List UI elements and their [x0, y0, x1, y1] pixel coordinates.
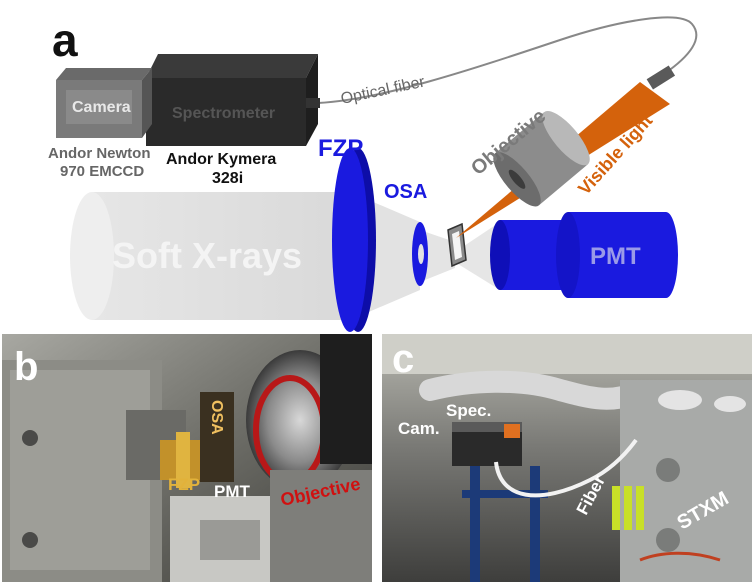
fiber-collimator: [646, 65, 676, 90]
pmt-label: PMT: [590, 243, 641, 270]
pmt-large-back: [654, 212, 678, 298]
xray-cone-after-osa: [420, 230, 455, 282]
panel-b-screw-1: [22, 430, 38, 446]
panel-b-letter: b: [14, 345, 38, 389]
pmt-large-body: [568, 212, 666, 298]
panel-c-cam-label: Cam.: [398, 419, 440, 438]
objective: Objective: [467, 105, 590, 207]
panel-c-stxm-port-2: [714, 396, 746, 412]
panel-c-ceiling: [382, 334, 752, 374]
osa: OSA: [384, 181, 428, 286]
panel-c-stxm-flange-2: [656, 528, 680, 552]
panel-c-stand-shelf: [462, 490, 548, 498]
pmt-small-face: [490, 220, 510, 290]
panel-b-photo: b OSA FZP PMT Objective: [2, 334, 372, 582]
spectrometer-caption-line2: 328i: [212, 170, 243, 187]
objective-top-face: [542, 110, 590, 166]
panel-c-fiber-cable: [494, 438, 638, 498]
fzp-label: FZP: [318, 135, 363, 162]
panel-c-stand-right: [530, 466, 540, 582]
spectrometer-front: [146, 78, 306, 146]
panel-c-stxm-chamber: [620, 380, 752, 582]
panel-b-fzp-label: FZP: [168, 475, 200, 494]
osa-label: OSA: [384, 181, 427, 203]
fzp: FZP: [318, 135, 376, 332]
panel-c-photo: c Cam. Spec. Fiber STXM: [382, 334, 752, 582]
xray-diverging-cone: [458, 222, 500, 290]
spectrometer-label: Spectrometer: [172, 105, 275, 122]
pmt-large-front: [556, 212, 580, 298]
camera-label: Camera: [72, 99, 131, 116]
panel-c-mount-3: [636, 486, 644, 530]
panel-b-screw-2: [22, 532, 38, 548]
sample-frame-window: [452, 231, 462, 260]
panel-c-camera-head: [504, 424, 520, 438]
panel-c-mount-2: [624, 486, 632, 530]
xray-label: Soft X-rays: [112, 235, 302, 276]
panel-c-mount-1: [612, 486, 620, 530]
panel-c-bottom-cables: [639, 551, 721, 562]
spectrometer-top: [146, 54, 318, 78]
panel-c-stxm-flange-1: [656, 458, 680, 482]
camera-window: [66, 90, 132, 124]
camera-caption-line1: Andor Newton: [48, 145, 151, 162]
panel-a: a Soft X-rays FZP OSA Visi: [48, 14, 698, 332]
camera: Camera: [56, 68, 152, 138]
panel-b-pmt-slot: [200, 520, 260, 560]
fiber-label: Optical fiber: [339, 73, 427, 108]
camera-top: [56, 68, 152, 80]
camera-caption-line2: 970 EMCCD: [60, 163, 144, 180]
panel-c-stand-left: [470, 466, 480, 582]
panel-c-stxm-port-1: [658, 390, 702, 410]
spectrometer-caption-line1: Andor Kymera: [166, 151, 276, 168]
objective-body: [495, 112, 588, 206]
pmt: PMT: [490, 212, 678, 298]
sample-frame: [447, 222, 467, 268]
xray-cylinder-body: [92, 192, 350, 320]
camera-side: [142, 68, 152, 138]
panel-b-fzp-holder-face: [176, 432, 190, 488]
panel-c-letter: c: [392, 337, 414, 381]
optical-fiber: [317, 16, 698, 104]
panel-c-spec-label: Spec.: [446, 401, 491, 420]
xray-cylinder-end: [70, 192, 114, 320]
panel-a-letter: a: [52, 14, 78, 66]
osa-ring-hole: [418, 244, 424, 264]
panel-b-pmt-label: PMT: [214, 482, 251, 501]
panel-b-osa-plate: [200, 392, 234, 482]
spectrometer-port: [306, 98, 320, 108]
objective-lens: [508, 169, 526, 189]
fzp-disc: [332, 148, 368, 332]
spectrometer: Spectrometer: [146, 54, 320, 146]
xray-beam: Soft X-rays: [70, 192, 500, 320]
panel-c-spectrometer-lid: [452, 422, 522, 432]
panel-c-wrapped-pipe: [419, 370, 651, 410]
panel-b-objective-housing: [320, 334, 372, 464]
panel-b-right-stage: [270, 470, 372, 582]
panel-b-osa-label: OSA: [208, 400, 225, 435]
